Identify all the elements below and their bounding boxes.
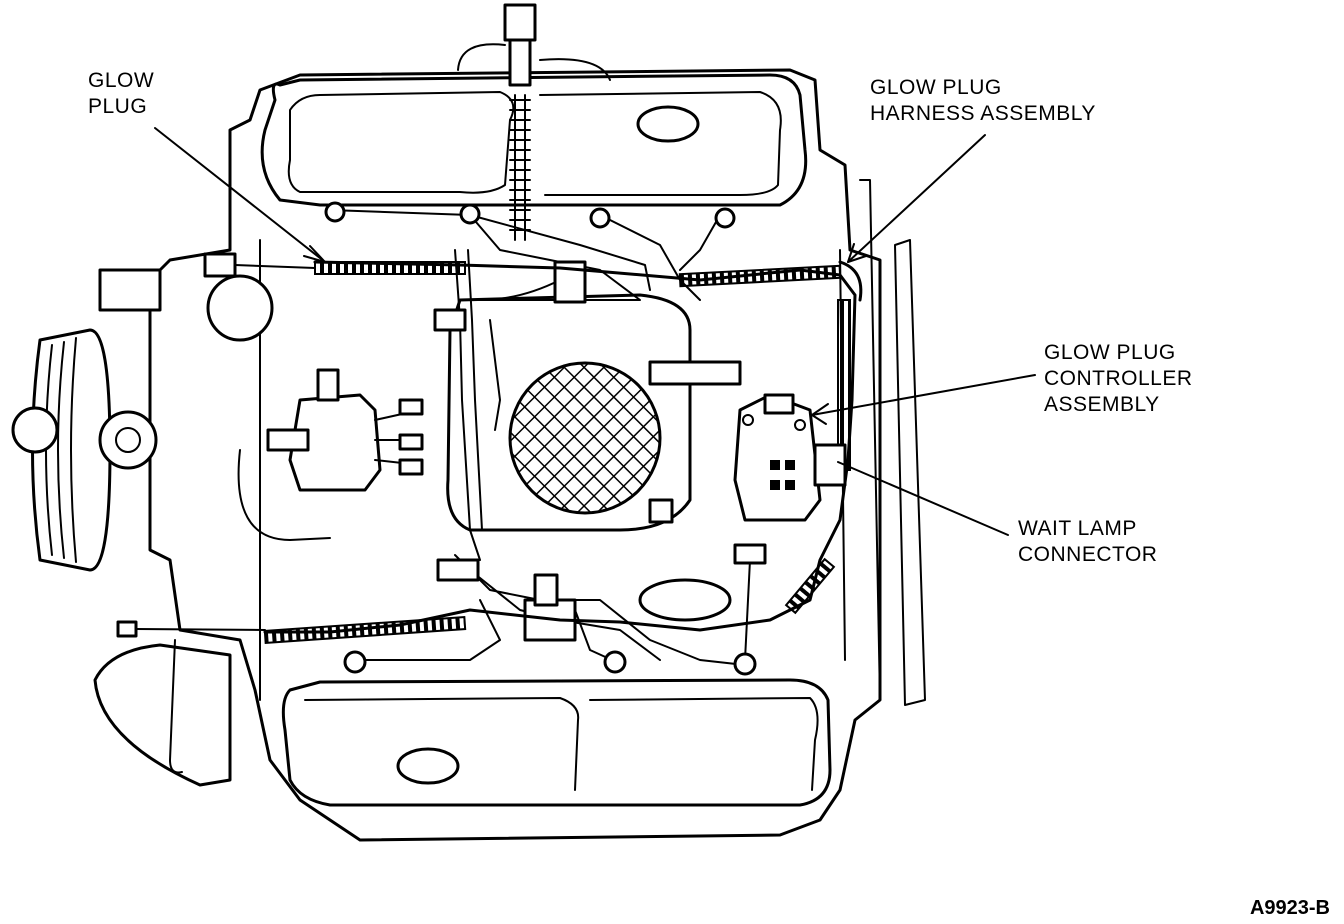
glow-plug-connector (116, 252, 316, 638)
glow-plug-label-line-1: GLOW (88, 69, 155, 92)
injection-pump (237, 368, 424, 541)
crank-pulley (11, 328, 112, 572)
wait-lamp-label-line-2: CONNECTOR (1018, 543, 1158, 566)
glow-plug-label-line-2: PLUG (88, 95, 148, 118)
fuel-lines-lower (343, 543, 767, 676)
glow-plug-label: GLOW PLUG (88, 68, 154, 120)
lower-left-pipe (93, 639, 232, 787)
leader-lines (154, 127, 1036, 536)
glow-plug-controller (733, 393, 847, 522)
glow-plug-harness (263, 260, 863, 645)
bottom-valve-cover (281, 678, 832, 807)
oil-filler-tube (457, 3, 611, 241)
controller-label-line-2: CONTROLLER (1044, 367, 1193, 390)
figure-id: A9923-B (1249, 897, 1330, 919)
water-pump (98, 268, 274, 470)
top-valve-cover (260, 73, 808, 207)
harness-label-line-2: HARNESS ASSEMBLY (870, 102, 1096, 125)
harness-label-line-1: GLOW PLUG (870, 76, 1002, 99)
intake-screen (446, 293, 742, 532)
wait-lamp-label: WAIT LAMP CONNECTOR (1018, 516, 1157, 568)
controller-label-line-3: ASSEMBLY (1044, 393, 1160, 416)
wait-lamp-label-line-1: WAIT LAMP (1018, 517, 1137, 540)
controller-label: GLOW PLUG CONTROLLER ASSEMBLY (1044, 340, 1193, 418)
exhaust-manifold (638, 179, 926, 706)
controller-label-line-1: GLOW PLUG (1044, 341, 1176, 364)
harness-label: GLOW PLUG HARNESS ASSEMBLY (870, 75, 1096, 127)
